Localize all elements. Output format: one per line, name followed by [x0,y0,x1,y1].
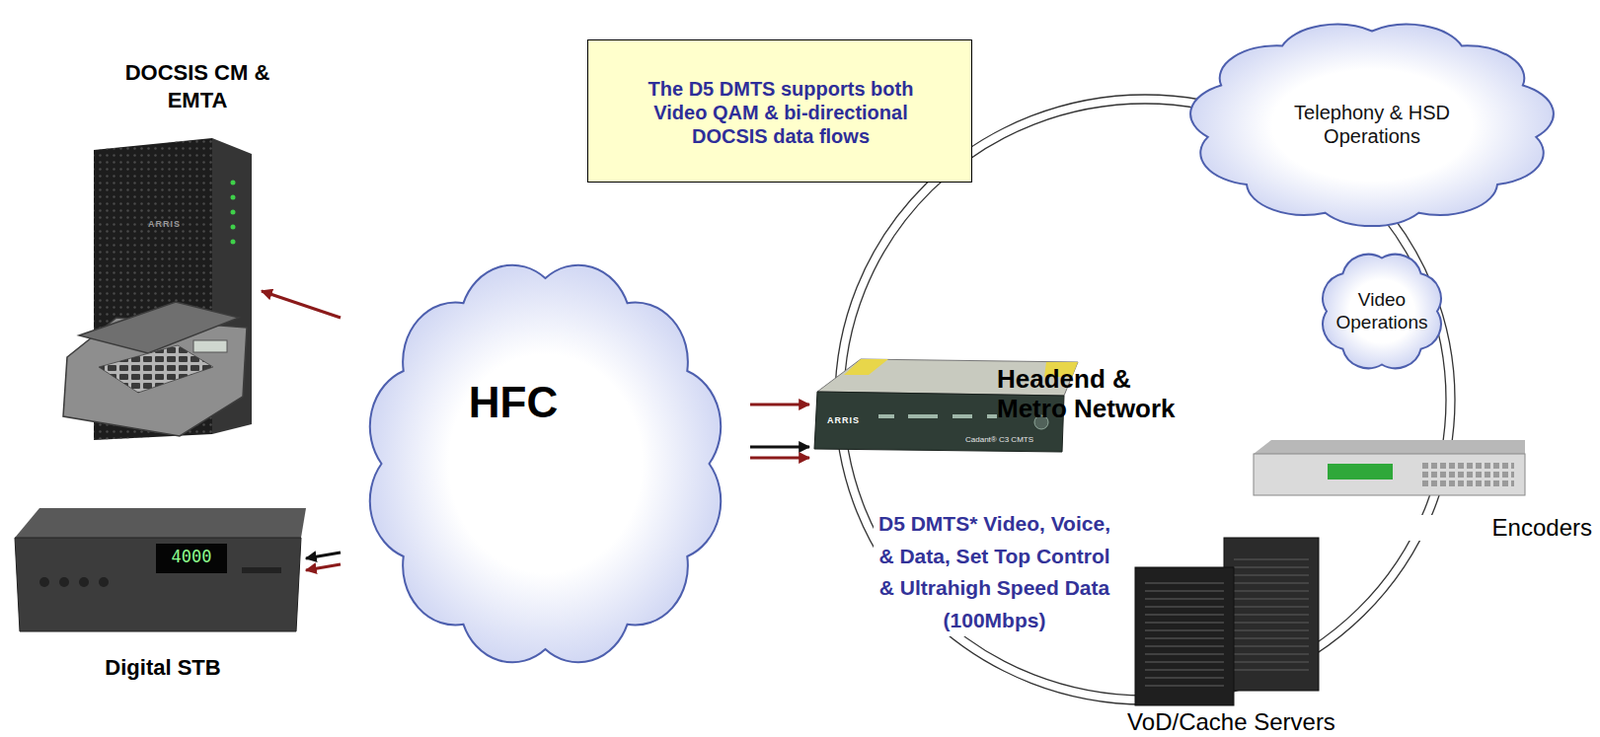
cable-modem [230,195,236,201]
signal-arrow [750,403,810,407]
text-slot: Video Operations [1326,289,1438,335]
encoder-device: Encoders [1248,429,1597,548]
note-box: The D5 DMTS supports both Video QAM & bi… [587,39,973,183]
set-top-box [59,577,70,588]
set-top-box [98,577,109,588]
dmts-chassis [908,414,938,419]
node-text: D5 DMTS* Video, Voice, & Data, Set Top C… [873,508,1116,637]
text-slot: ARRIS [827,415,887,426]
node-text: Digital STB [19,654,306,683]
display-readout: 4000 [157,546,226,567]
operations-cloud: Telephony & HSD Operations [1164,7,1580,240]
node-text: The D5 DMTS supports both Video QAM & bi… [637,76,924,149]
text-slot: Digital STB [19,654,306,683]
server-tower [1135,567,1234,706]
dmts-chassis [987,414,997,419]
text-slot: 4000 [157,546,226,567]
node-text: Encoders [1396,515,1593,541]
node-text: VoD/Cache Servers [1115,709,1348,736]
brand-mark: ARRIS [148,219,208,229]
operations-cloud: Video Operations [1312,244,1451,379]
signal-arrow [750,457,810,460]
cable-modem [230,225,236,230]
modem-device: DOCSIS CM & EMTA [54,59,262,450]
signal-arrow [750,446,810,450]
node-text: Video Operations [1326,289,1438,335]
telephone [63,302,247,437]
text-slot: Headend & Metro Network [996,365,1195,425]
encoder-unit [1327,463,1393,480]
network-label: Headend & Metro Network [996,365,1195,425]
cloud-outline [1190,24,1554,227]
server-tower [1233,552,1309,672]
dmts-chassis [878,414,895,419]
text-slot: D5 DMTS* Video, Voice, & Data, Set Top C… [873,508,1116,637]
node-text: Telephony & HSD Operations [1293,100,1451,149]
cable-modem [230,239,236,245]
text-slot: VoD/Cache Servers [1115,709,1348,736]
cable-modem [230,210,236,216]
set-top-box [78,577,89,588]
text-slot: Cadant® C3 CMTS [965,435,1055,445]
encoder-unit [1253,440,1525,496]
node-text: DOCSIS CM & EMTA [123,59,272,114]
model-mark: Cadant® C3 CMTS [965,435,1055,445]
server-device: VoD/Cache Servers [1125,533,1338,737]
text-slot: Encoders [1396,515,1593,541]
text-slot: ARRIS [148,219,208,229]
text-slot: Telephony & HSD Operations [1293,100,1451,149]
cable-modem [230,180,236,186]
set-top-box [39,577,50,588]
text-slot: The D5 DMTS supports both Video QAM & bi… [637,76,924,149]
signal-arrow [261,291,341,318]
server-tower [1223,537,1319,691]
encoder-unit [1253,454,1525,496]
encoder-unit [1253,440,1525,455]
set-top-box [241,567,282,574]
cloud-outline [370,265,721,664]
text-slot: DOCSIS CM & EMTA [123,59,272,114]
telephone [78,302,239,354]
signal-arrow [305,564,341,571]
text-slot: HFC [414,378,612,428]
encoder-unit [1419,459,1515,490]
telephone [193,340,228,353]
server-tower [1144,580,1224,689]
brand-mark: ARRIS [827,415,887,426]
hfc-cloud: HFC [340,231,751,696]
cloud-outline [1322,254,1442,369]
signal-arrow [305,552,341,559]
set-top-box [14,508,306,632]
set-top-box [14,508,306,538]
cloud-outline [340,231,751,696]
set-top-box [14,537,302,632]
cloud-outline [1164,7,1580,240]
node-text: HFC [414,378,612,428]
dmts-chassis [952,414,973,419]
set-top-box-device: Digital STB [9,498,306,691]
server-tower [1135,537,1319,706]
dmts-chassis [843,359,889,376]
set-top-box [155,543,228,574]
